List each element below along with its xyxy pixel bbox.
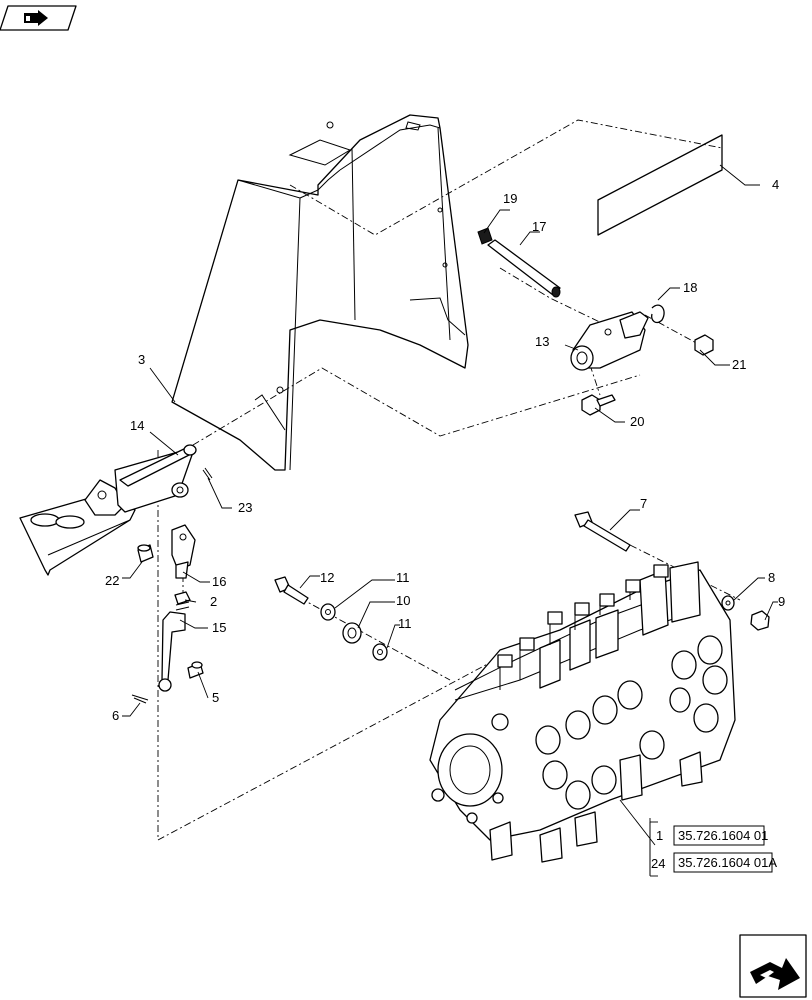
pedal-part-14 xyxy=(19,444,197,576)
circlip-part-18 xyxy=(650,304,665,324)
link-rod-part-15 xyxy=(158,611,186,692)
callout-1: 1 xyxy=(656,828,663,843)
callout-18: 18 xyxy=(683,280,697,295)
nut-part-2 xyxy=(174,591,191,611)
washer-part-11-upper xyxy=(320,603,336,621)
grease-fitting-part-19 xyxy=(477,227,493,245)
callout-15: 15 xyxy=(212,620,226,635)
navigate-back-icon[interactable] xyxy=(0,5,77,31)
bolt-part-20 xyxy=(581,394,616,416)
callout-19: 19 xyxy=(503,191,517,206)
callout-5: 5 xyxy=(212,690,219,705)
callout-13: 13 xyxy=(535,334,549,349)
callout-20: 20 xyxy=(630,414,644,429)
nut-part-21 xyxy=(694,334,714,356)
callout-9: 9 xyxy=(778,594,785,609)
callout-7: 7 xyxy=(640,496,647,511)
control-valve-part-1 xyxy=(429,561,736,863)
callout-4: 4 xyxy=(772,177,779,192)
washer-part-8 xyxy=(721,595,735,611)
callout-23: 23 xyxy=(238,500,252,515)
callout-11-upper: 11 xyxy=(396,570,410,585)
pin-part-5 xyxy=(187,661,204,679)
spacer-part-10 xyxy=(342,622,362,644)
pin-part-22 xyxy=(137,544,154,563)
nut-part-9 xyxy=(750,610,770,631)
callout-11-lower: 11 xyxy=(398,616,412,631)
rod-part-17 xyxy=(487,239,561,298)
callout-labels: 4 19 17 18 13 21 20 3 14 23 22 16 2 15 5… xyxy=(105,177,785,723)
callout-8: 8 xyxy=(768,570,775,585)
callout-17: 17 xyxy=(532,219,546,234)
washer-part-11-lower xyxy=(372,643,388,661)
cotter-pin-part-6 xyxy=(131,694,149,704)
reference-link-1[interactable]: 35.726.1604 01 xyxy=(678,828,768,843)
decal-part-4 xyxy=(597,134,723,236)
callout-14: 14 xyxy=(130,418,144,433)
bolt-part-7 xyxy=(574,511,631,552)
clevis-part-16 xyxy=(171,524,196,579)
callout-24: 24 xyxy=(651,856,665,871)
callout-6: 6 xyxy=(112,708,119,723)
callout-22: 22 xyxy=(105,573,119,588)
navigate-forward-icon[interactable] xyxy=(739,934,807,998)
callout-10: 10 xyxy=(396,593,410,608)
callout-3: 3 xyxy=(138,352,145,367)
callout-16: 16 xyxy=(212,574,226,589)
callout-12: 12 xyxy=(320,570,334,585)
bracket-part-13 xyxy=(570,311,649,371)
callout-2: 2 xyxy=(210,594,217,609)
callout-21: 21 xyxy=(732,357,746,372)
reference-table: 1 24 35.726.1604 01 35.726.1604 01A xyxy=(649,821,777,877)
cotter-pin-part-23 xyxy=(202,467,213,481)
bolt-part-12 xyxy=(274,576,309,605)
reference-link-24[interactable]: 35.726.1604 01A xyxy=(678,855,777,870)
cover-plate-part-3 xyxy=(171,114,469,471)
